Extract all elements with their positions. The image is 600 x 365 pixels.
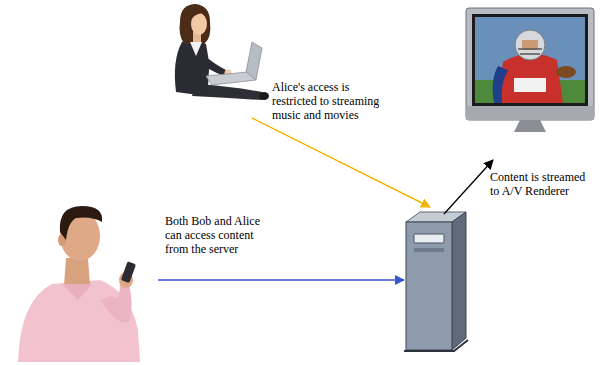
tv-figure	[466, 8, 594, 132]
tv-figure-part	[475, 17, 585, 103]
bob-figure-part	[100, 282, 132, 323]
server-figure-part	[452, 212, 466, 350]
annotation-text: Alice's access is restricted to streamin…	[272, 80, 397, 122]
bob-figure-part	[60, 206, 102, 240]
annotation-position: Alice's access is restricted to streamin…	[272, 80, 397, 122]
tv-figure-part	[466, 8, 594, 120]
alice-figure	[175, 4, 269, 100]
server-figure-part	[406, 222, 452, 350]
tv-figure-part	[556, 66, 576, 78]
alice-figure-part	[186, 10, 209, 19]
server-figure-part	[404, 340, 468, 351]
annotation-position: Both Bob and Alice can access content fr…	[165, 214, 275, 256]
annotation-text: Content is streamed to A/V Renderer	[490, 170, 590, 198]
tv-figure-part	[514, 120, 546, 132]
tv-figure-part	[466, 106, 594, 120]
server-figure-part	[414, 248, 444, 252]
annotation-position: Content is streamed to A/V Renderer	[490, 170, 590, 198]
annotation-text: Both Bob and Alice can access content fr…	[165, 214, 275, 256]
tv-figure-part	[498, 53, 563, 103]
alice-figure-part	[175, 40, 209, 96]
tv-figure-part	[518, 49, 542, 54]
bob-figure-part	[18, 280, 140, 362]
tv-figure-part	[514, 78, 546, 92]
arrow-bob	[158, 279, 404, 281]
arrow-alice	[252, 118, 430, 207]
alice-figure-part	[246, 42, 262, 80]
bob-figure-part	[64, 258, 90, 286]
arrow-render	[444, 160, 493, 214]
bob-figure-part	[62, 284, 92, 300]
tv-figure-part	[472, 14, 588, 106]
server-figure-part	[414, 234, 444, 243]
tv-figure-part	[493, 66, 508, 103]
alice-figure-part	[180, 4, 211, 44]
alice-figure-part	[196, 52, 226, 76]
server-figure	[404, 212, 468, 351]
tv-figure-part	[515, 30, 545, 60]
bob-figure	[18, 206, 140, 362]
alice-figure-part	[259, 92, 269, 100]
bob-figure-part	[121, 261, 136, 283]
